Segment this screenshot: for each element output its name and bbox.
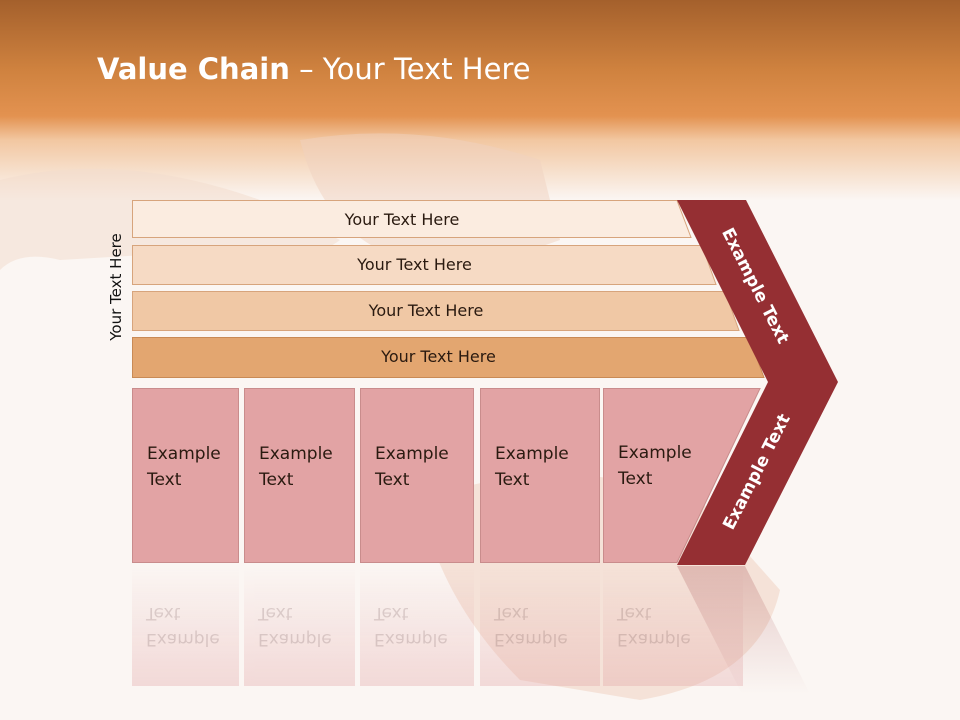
row-4-label: Your Text Here [381,346,496,366]
cell-5: Example Text [618,440,692,492]
cell-2-line2: Text [259,470,294,490]
cell-5-shape [603,388,761,563]
cell-2: Example Text [244,388,355,563]
cell-2-line1: Example [259,444,333,464]
cell-1-line1: Example [147,444,221,464]
cell-4-line2: Text [495,470,530,490]
cell-5-line2: Text [618,469,653,489]
slide-title: Value Chain – Your Text Here [97,52,531,86]
row-1-shape [132,200,692,238]
title-rest: – Your Text Here [289,52,531,86]
chevron-shape [677,200,838,565]
row-4-shape [132,337,765,378]
row-1-label: Your Text Here [344,209,460,229]
cell-1: Example Text [132,388,239,563]
cell-4: Example Text [480,388,600,563]
row-2: Your Text Here [132,245,717,285]
row-2-label: Your Text Here [357,254,472,274]
cell-5-line1: Example [618,443,692,463]
row-3: Your Text Here [132,291,740,331]
side-label: Your Text Here [107,233,125,341]
cell-4-line1: Example [495,444,569,464]
cell-3-line1: Example [375,444,449,464]
row-2-shape [132,245,717,285]
row-1: Your Text Here [132,200,692,238]
row-3-shape [132,291,740,331]
cell-3: Example Text [360,388,474,563]
title-bold: Value Chain [97,52,290,86]
row-4: Your Text Here [132,337,765,378]
cell-3-line2: Text [375,470,410,490]
cell-1-line2: Text [147,470,182,490]
row-3-label: Your Text Here [368,300,484,320]
